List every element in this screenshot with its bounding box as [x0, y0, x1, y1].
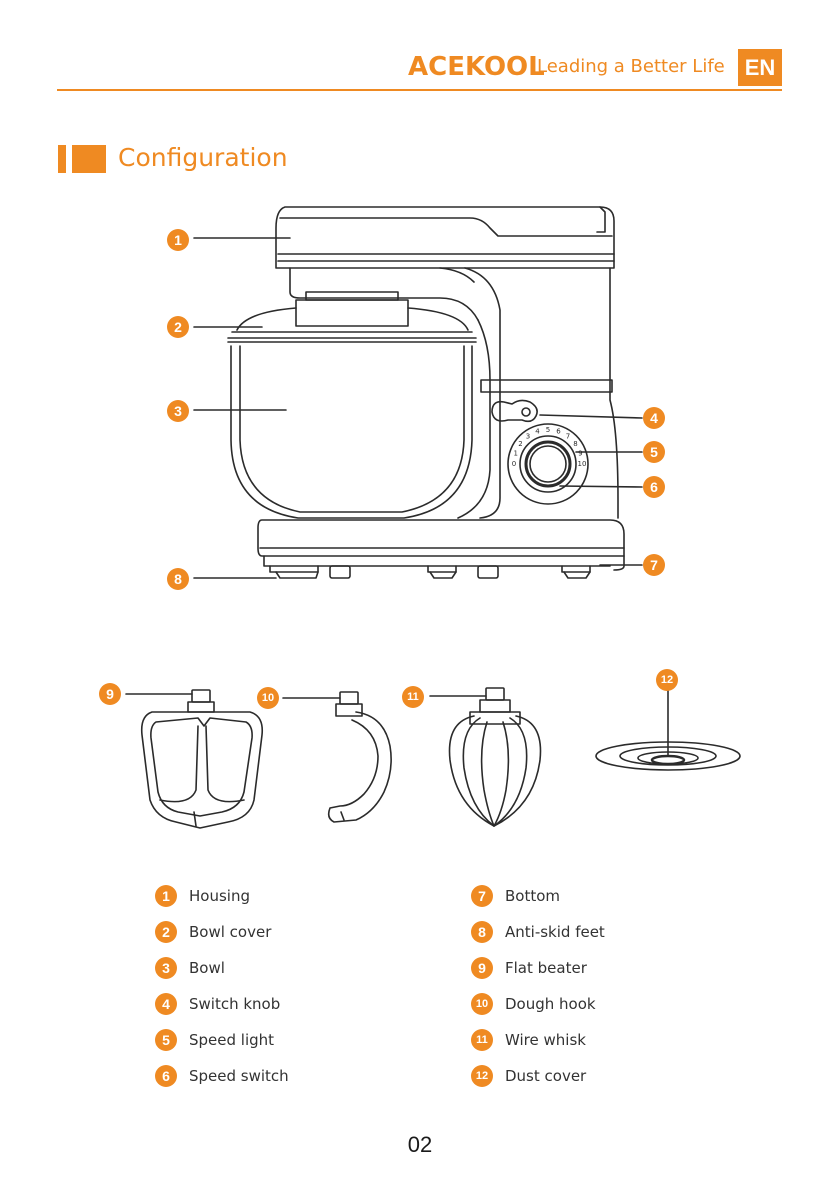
flat-beater-illustration: [126, 690, 262, 828]
callout-6: 6: [643, 475, 665, 499]
stand-mixer-illustration: [194, 207, 642, 578]
page-number: 02: [0, 1132, 840, 1158]
dial-mark: 2: [518, 440, 522, 448]
dough-hook-illustration: [283, 692, 391, 822]
callout-2: 2: [167, 315, 189, 339]
dial-mark: 6: [556, 428, 561, 436]
dial-mark: 7: [566, 433, 570, 441]
callout-8: 8: [167, 567, 189, 591]
dial-mark: 3: [526, 433, 530, 441]
wire-whisk-illustration: [430, 688, 541, 826]
dial-mark: 1: [513, 450, 517, 458]
dial-mark: 0: [512, 460, 516, 468]
callout-4: 4: [643, 406, 665, 430]
callout-12: 12: [656, 668, 678, 692]
dust-cover-illustration: [596, 690, 740, 770]
callout-7: 7: [643, 553, 665, 577]
callout-11: 11: [402, 685, 424, 709]
dial-mark: 10: [578, 460, 587, 468]
configuration-diagram: 0 1 2 3 4 5 6 7 8 9 10: [0, 0, 840, 860]
dial-mark: 8: [573, 440, 577, 448]
callout-9: 9: [99, 682, 121, 706]
callout-5: 5: [643, 440, 665, 464]
callout-1: 1: [167, 228, 189, 252]
callout-10: 10: [257, 686, 279, 710]
dial-mark: 5: [546, 426, 550, 434]
callout-3: 3: [167, 399, 189, 423]
dial-mark: 9: [578, 450, 582, 458]
dial-mark: 4: [535, 428, 540, 436]
